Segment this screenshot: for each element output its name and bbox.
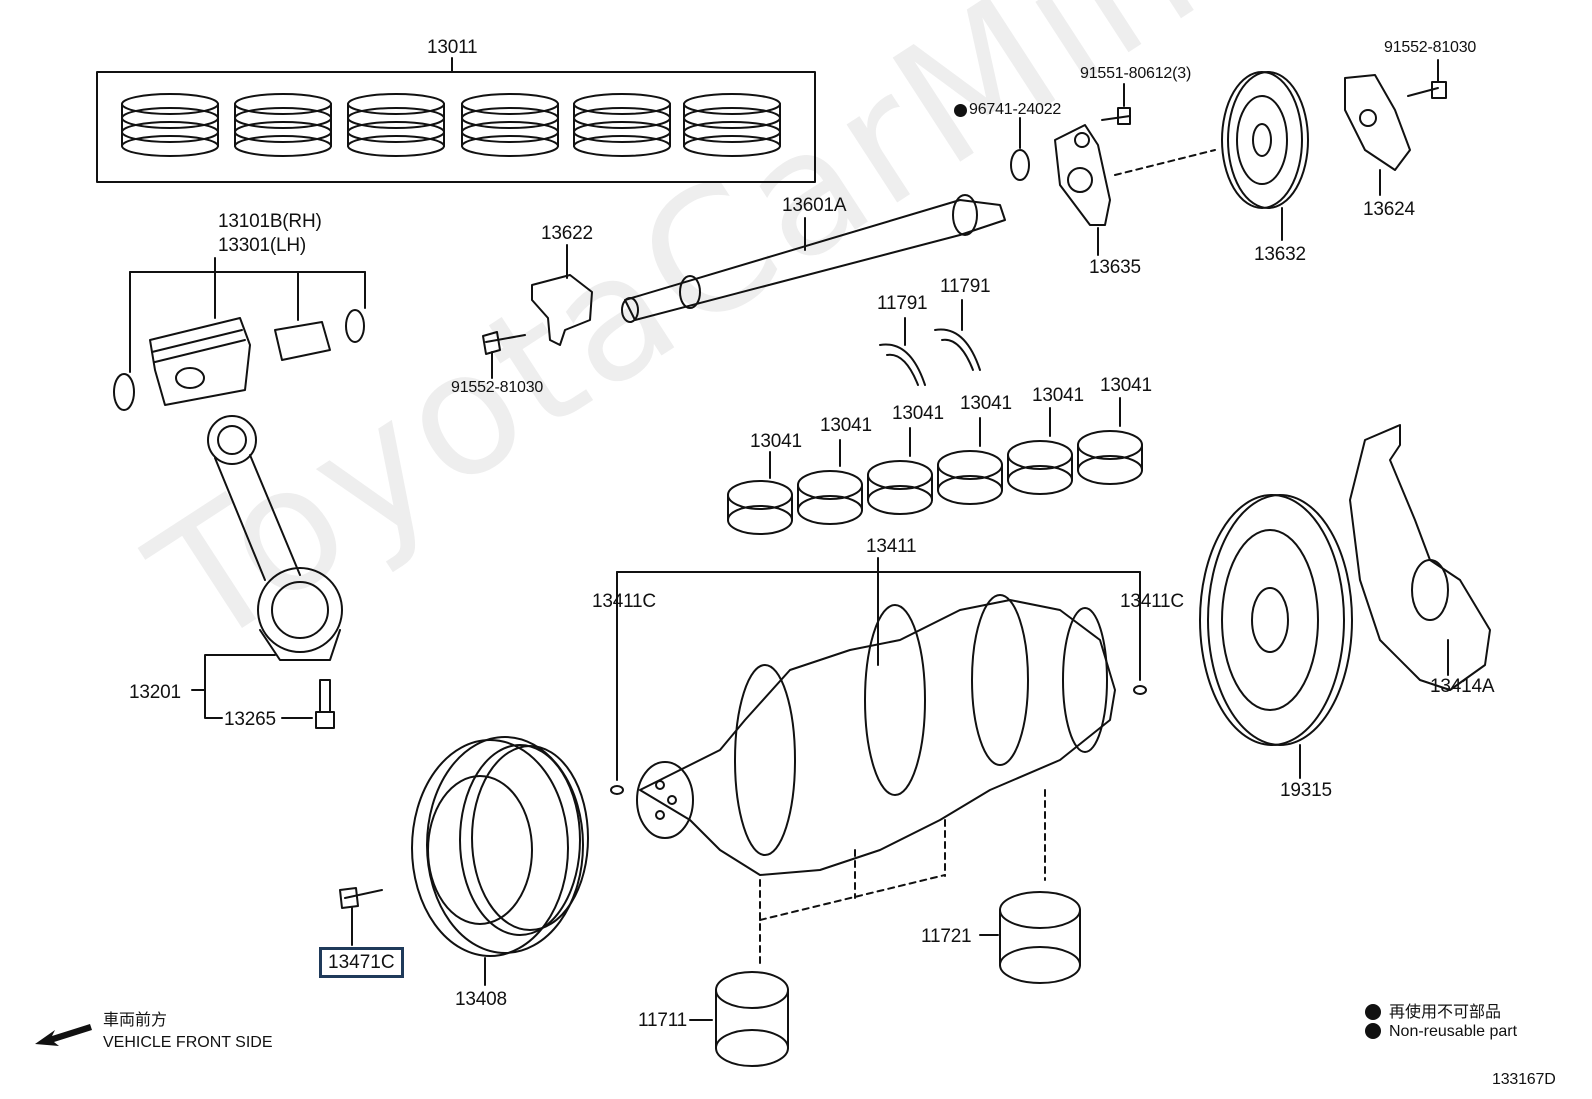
label-91551[interactable]: 91551-80612(3) <box>1080 65 1192 82</box>
label-11721[interactable]: 11721 <box>921 926 972 947</box>
non-reusable-dot <box>954 104 967 117</box>
label-11711[interactable]: 11711 <box>638 1010 688 1031</box>
label-13622[interactable]: 13622 <box>541 223 593 244</box>
front-en: VEHICLE FRONT SIDE <box>103 1034 273 1051</box>
label-96741-text: 96741-24022 <box>969 101 1062 118</box>
label-13411c-right[interactable]: 13411C <box>1120 591 1184 612</box>
vehicle-front-indicator: 車両前方 VEHICLE FRONT SIDE <box>35 1010 273 1054</box>
piston-ring-set[interactable] <box>96 57 816 183</box>
pump-cover[interactable] <box>1344 59 1447 196</box>
label-96741[interactable]: 96741-24022 <box>954 102 1061 118</box>
label-13041-5[interactable]: 13041 <box>1032 385 1084 406</box>
label-19315[interactable]: 19315 <box>1280 780 1332 801</box>
label-13601a[interactable]: 13601A <box>782 195 847 216</box>
label-13265[interactable]: 13265 <box>224 709 276 730</box>
legend-jp: 再使用不可部品 <box>1365 998 1501 1022</box>
legend-en: Non-reusable part <box>1365 1023 1517 1041</box>
label-13471c-highlighted[interactable]: 13471C <box>319 947 404 978</box>
label-11791-a[interactable]: 11791 <box>877 293 928 314</box>
legend-en-text: Non-reusable part <box>1389 1023 1518 1040</box>
balance-shaft[interactable] <box>621 194 1006 323</box>
label-91552-b[interactable]: 91552-81030 <box>1384 39 1477 56</box>
label-13011[interactable]: 13011 <box>427 37 478 58</box>
crankshaft-pulley[interactable] <box>339 736 589 986</box>
diagram-code: 133167D <box>1492 1071 1556 1088</box>
front-arrow-icon <box>35 1024 92 1046</box>
label-91552-a[interactable]: 91552-81030 <box>451 379 544 396</box>
label-13408[interactable]: 13408 <box>455 989 507 1010</box>
label-13301[interactable]: 13301(LH) <box>218 235 306 256</box>
flywheel[interactable] <box>1199 494 1353 779</box>
label-13201[interactable]: 13201 <box>129 682 181 703</box>
oil-pump-plate[interactable] <box>1010 83 1216 256</box>
legend-jp-text: 再使用不可部品 <box>1389 1004 1502 1021</box>
drive-plate[interactable] <box>1349 424 1491 691</box>
connecting-rod[interactable] <box>191 415 343 729</box>
legend-dot <box>1365 1004 1381 1020</box>
front-jp: 車両前方 <box>103 1012 168 1029</box>
label-13041-6[interactable]: 13041 <box>1100 375 1152 396</box>
label-13041-3[interactable]: 13041 <box>892 403 944 424</box>
label-13101b[interactable]: 13101B(RH) <box>218 211 322 232</box>
thrust-washers[interactable] <box>879 299 981 386</box>
label-13632[interactable]: 13632 <box>1254 244 1306 265</box>
label-13414a[interactable]: 13414A <box>1430 676 1495 697</box>
crankshaft[interactable] <box>610 557 1147 966</box>
piston-assembly[interactable] <box>113 257 366 411</box>
lower-bearings[interactable] <box>689 891 1081 1067</box>
driven-gear[interactable] <box>1221 71 1309 241</box>
label-13411[interactable]: 13411 <box>866 536 917 557</box>
label-13411c-left[interactable]: 13411C <box>592 591 656 612</box>
balance-weight[interactable] <box>482 244 593 379</box>
label-11791-b[interactable]: 11791 <box>940 276 991 297</box>
main-bearings[interactable] <box>727 397 1143 535</box>
label-13041-1[interactable]: 13041 <box>750 431 802 452</box>
label-13041-4[interactable]: 13041 <box>960 393 1012 414</box>
legend-dot <box>1365 1023 1381 1039</box>
label-13635[interactable]: 13635 <box>1089 257 1141 278</box>
label-13624[interactable]: 13624 <box>1363 199 1415 220</box>
label-13041-2[interactable]: 13041 <box>820 415 872 436</box>
